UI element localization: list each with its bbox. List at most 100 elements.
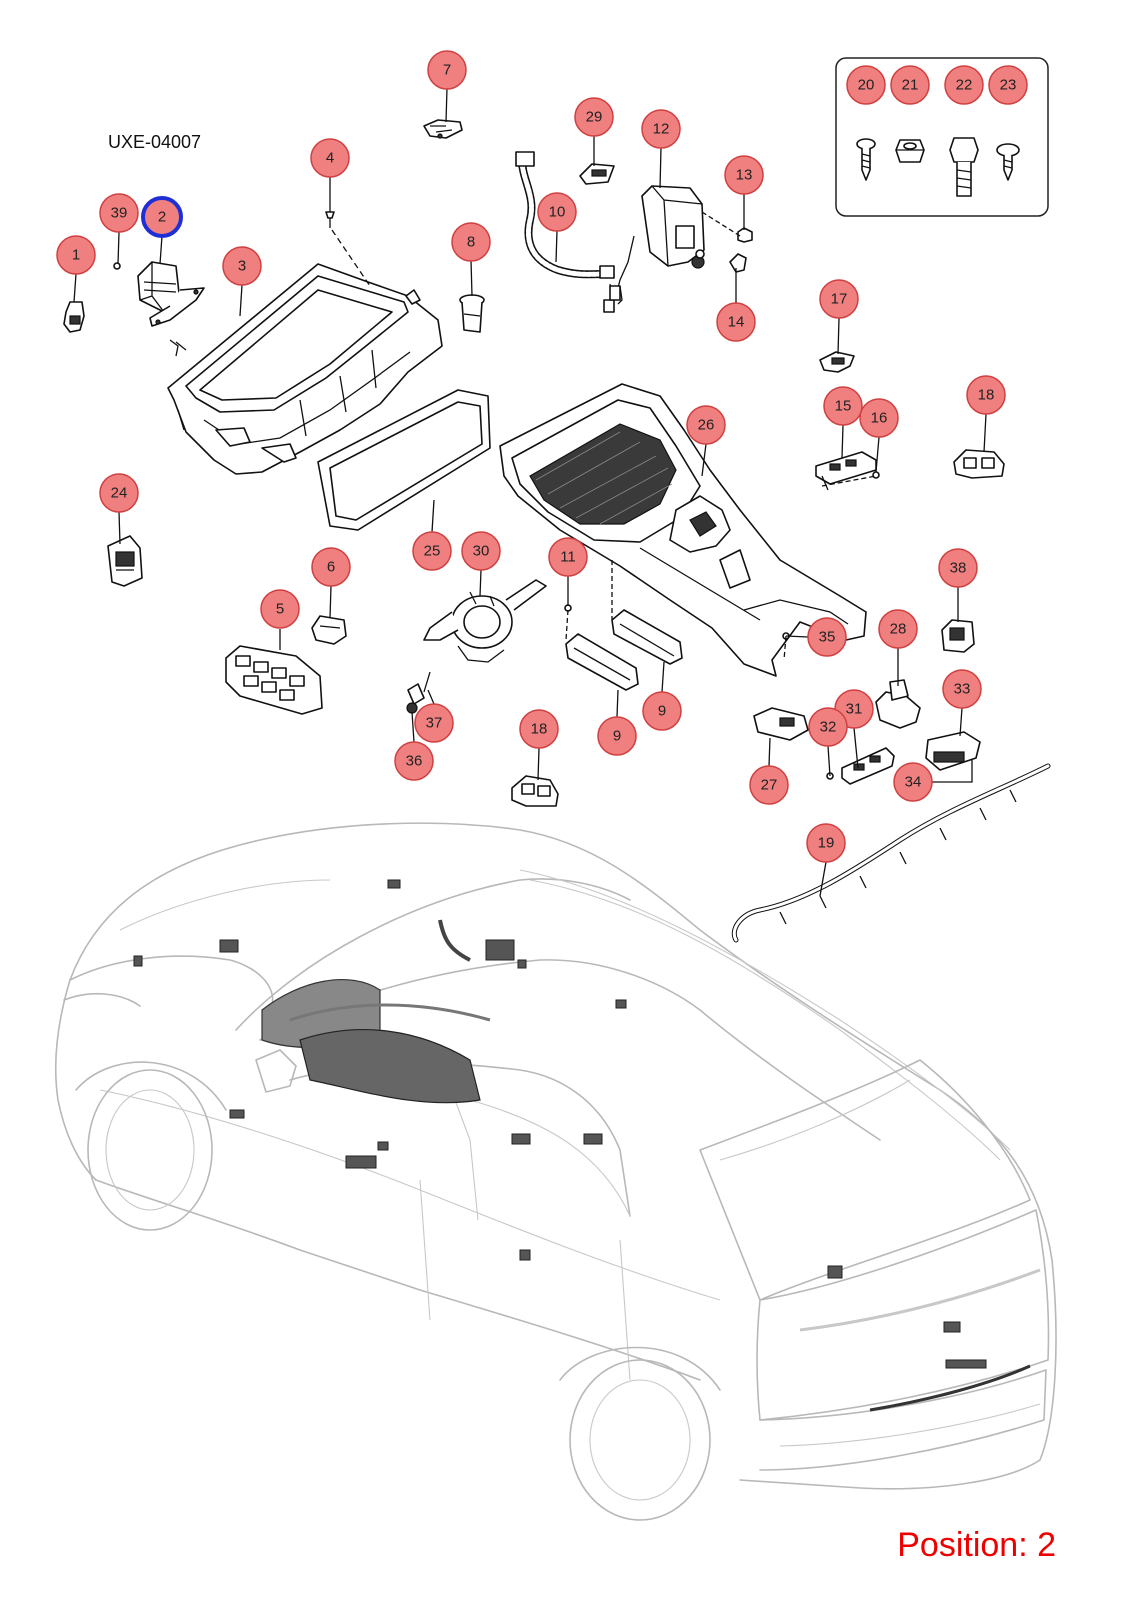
callout-20[interactable]: 20: [846, 65, 886, 105]
svg-text:2: 2: [158, 209, 166, 226]
callout-29[interactable]: 29: [574, 97, 614, 137]
part-25-display: [317, 389, 491, 531]
svg-text:15: 15: [835, 398, 852, 415]
svg-text:20: 20: [858, 77, 875, 94]
part-17-cover: [819, 351, 855, 373]
svg-text:11: 11: [560, 549, 576, 566]
callout-17[interactable]: 17: [819, 279, 859, 319]
callout-9-a[interactable]: 9: [597, 716, 637, 756]
callout-18-bottom[interactable]: 18: [519, 709, 559, 749]
svg-text:22: 22: [956, 77, 973, 94]
part-10-harness: [515, 151, 623, 313]
svg-text:33: 33: [954, 681, 971, 698]
callout-21[interactable]: 21: [890, 65, 930, 105]
callout-5[interactable]: 5: [260, 589, 300, 629]
svg-text:37: 37: [426, 715, 443, 732]
svg-text:30: 30: [473, 543, 490, 560]
svg-text:35: 35: [819, 629, 836, 646]
callout-37[interactable]: 37: [414, 703, 454, 743]
svg-text:14: 14: [728, 314, 745, 331]
callout-12[interactable]: 12: [641, 109, 681, 149]
callout-22[interactable]: 22: [944, 65, 984, 105]
part-38-switch: [941, 619, 975, 653]
part-26-console: [499, 383, 867, 677]
callout-27[interactable]: 27: [749, 765, 789, 805]
svg-text:9: 9: [613, 728, 621, 745]
part-2-module: [137, 261, 205, 327]
part-9-module-b: [611, 609, 683, 665]
callout-7[interactable]: 7: [427, 50, 467, 90]
callout-19[interactable]: 19: [806, 823, 846, 863]
svg-text:25: 25: [424, 543, 441, 560]
callout-8[interactable]: 8: [451, 222, 491, 262]
hardware-box-frame: [835, 57, 1049, 217]
part-4-screw: [325, 211, 335, 228]
callout-23[interactable]: 23: [988, 65, 1028, 105]
part-3-housing: [167, 263, 443, 475]
callout-13[interactable]: 13: [724, 155, 764, 195]
part-36-37-sensor: [406, 671, 431, 714]
callout-30[interactable]: 30: [461, 531, 501, 571]
svg-text:3: 3: [238, 258, 246, 275]
callout-6[interactable]: 6: [311, 547, 351, 587]
svg-text:28: 28: [890, 621, 907, 638]
callout-9-b[interactable]: 9: [642, 691, 682, 731]
svg-text:21: 21: [902, 77, 919, 94]
hardware-box: [835, 57, 1049, 217]
callout-16[interactable]: 16: [859, 398, 899, 438]
svg-text:34: 34: [905, 774, 922, 791]
part-39-screw: [113, 262, 121, 270]
part-1-connector: [63, 301, 85, 333]
part-5-switch-block: [225, 645, 323, 715]
svg-text:7: 7: [443, 62, 451, 79]
callout-32[interactable]: 32: [808, 707, 848, 747]
svg-text:23: 23: [1000, 77, 1017, 94]
callout-10[interactable]: 10: [537, 192, 577, 232]
part-13-nut: [737, 227, 753, 243]
callout-3[interactable]: 3: [222, 246, 262, 286]
callout-14[interactable]: 14: [716, 302, 756, 342]
part-19-harness: [731, 763, 1051, 943]
svg-text:10: 10: [549, 204, 566, 221]
callout-28[interactable]: 28: [878, 609, 918, 649]
svg-text:16: 16: [871, 410, 888, 427]
callout-36[interactable]: 36: [394, 741, 434, 781]
part-24-panel: [107, 535, 143, 587]
callout-26[interactable]: 26: [686, 405, 726, 445]
svg-text:24: 24: [111, 485, 128, 502]
part-6-cover: [311, 615, 347, 645]
svg-text:38: 38: [950, 560, 967, 577]
callout-18-top[interactable]: 18: [966, 375, 1006, 415]
callout-24[interactable]: 24: [99, 473, 139, 513]
svg-text:29: 29: [586, 109, 603, 126]
svg-text:32: 32: [820, 719, 837, 736]
svg-text:9: 9: [658, 703, 666, 720]
svg-text:26: 26: [698, 417, 715, 434]
part-18-switch-top: [953, 449, 1005, 479]
svg-text:5: 5: [276, 601, 284, 618]
callouts: 1 2 3 4 5 6 7 8 9 9 10 11 12 13 14 15 16…: [56, 50, 1028, 863]
part-31-switch: [841, 747, 895, 785]
callout-39[interactable]: 39: [99, 193, 139, 233]
callout-15[interactable]: 15: [823, 386, 863, 426]
callout-1[interactable]: 1: [56, 235, 96, 275]
callout-11[interactable]: 11: [548, 537, 588, 577]
svg-text:17: 17: [831, 291, 848, 308]
callout-38[interactable]: 38: [938, 548, 978, 588]
nut-21-illustration: [895, 139, 925, 163]
svg-text:18: 18: [531, 721, 548, 738]
bolt-22-illustration: [949, 137, 979, 197]
svg-text:1: 1: [72, 247, 80, 264]
callout-33[interactable]: 33: [942, 669, 982, 709]
vehicle-outline: [54, 822, 1057, 1521]
screw-20-illustration: [856, 138, 876, 181]
svg-text:39: 39: [111, 205, 128, 222]
part-14-clip: [729, 253, 747, 273]
position-label: Position: 2: [897, 1526, 1056, 1564]
callout-2[interactable]: 2: [141, 196, 183, 238]
callout-34[interactable]: 34: [893, 762, 933, 802]
screw-23-illustration: [996, 143, 1020, 181]
callout-4[interactable]: 4: [310, 138, 350, 178]
callout-25[interactable]: 25: [412, 531, 452, 571]
callout-35[interactable]: 35: [807, 617, 847, 657]
